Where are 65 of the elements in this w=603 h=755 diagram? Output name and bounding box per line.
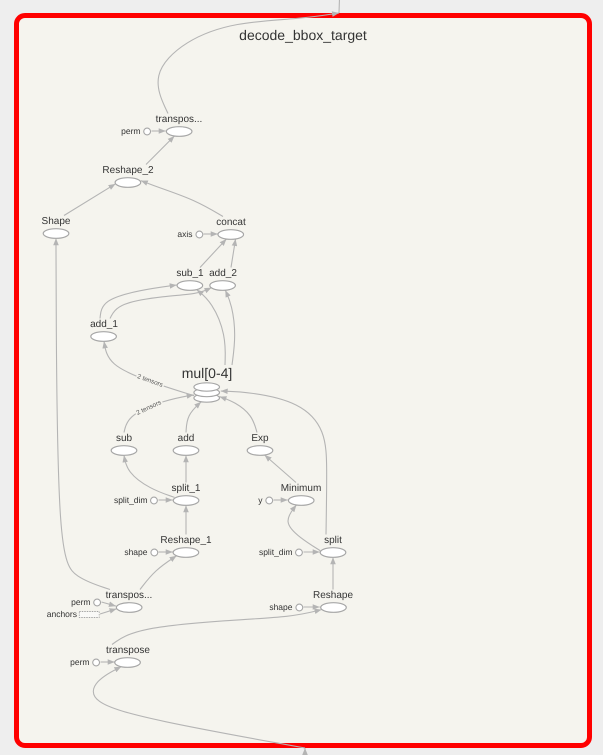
arrow [140, 180, 224, 217]
arrow [99, 283, 177, 319]
arrow [158, 497, 173, 503]
arrow [200, 238, 227, 268]
arrow [152, 128, 166, 134]
node-label: transpos... [156, 114, 202, 126]
node-label: split_1 [172, 482, 200, 494]
arrow [230, 238, 238, 268]
arrow [204, 231, 218, 237]
arrow [140, 555, 177, 590]
arrow [158, 11, 340, 114]
arrow [112, 608, 322, 645]
node-label: Reshape_1 [160, 534, 212, 546]
node-label: shape [124, 547, 148, 557]
node-label: split [324, 534, 342, 546]
node-label: perm [70, 657, 90, 667]
arrow [304, 549, 320, 555]
group-panel [14, 13, 592, 748]
node-label: perm [121, 126, 140, 136]
node-label: add_1 [90, 318, 118, 330]
node-label: add [178, 432, 194, 444]
arrow [330, 557, 336, 590]
node-label: Minimum [280, 482, 322, 494]
arrow [110, 287, 212, 319]
node-label: split_dim [258, 547, 292, 557]
arrow [219, 396, 258, 433]
arrow [264, 454, 296, 483]
arrow [146, 136, 175, 165]
arrow [183, 505, 189, 534]
arrow [304, 604, 320, 610]
arrow [185, 401, 202, 433]
arrow [100, 608, 117, 615]
arrow [158, 549, 173, 555]
node-label: shape [269, 602, 292, 612]
node-label: transpos... [106, 590, 152, 602]
connector-line [338, 0, 340, 14]
arrow [101, 601, 116, 607]
arrow [122, 455, 175, 498]
arrow [196, 289, 226, 366]
arrow [183, 455, 189, 482]
arrow [100, 659, 115, 665]
arrow [64, 183, 116, 216]
node-label: mul[0-4] [182, 365, 232, 381]
arrow [220, 388, 328, 534]
arrow [224, 290, 236, 366]
node-label: sub [116, 432, 132, 444]
node-label: axis [177, 229, 192, 239]
arrow [274, 497, 288, 503]
node-label: Shape [42, 216, 70, 228]
node-label: Reshape [312, 590, 354, 602]
group-title: decode_bbox_target [239, 27, 367, 43]
arrow [288, 504, 320, 552]
node-label: sub_1 [176, 268, 204, 280]
node-label: Reshape_2 [102, 164, 154, 176]
node-label: concat [216, 216, 246, 228]
arrow [53, 238, 110, 590]
node-label: perm [71, 597, 90, 607]
node-label: anchors [46, 609, 77, 619]
node-label: y [258, 495, 262, 505]
node-label: transpose [106, 644, 150, 656]
arrow [92, 666, 306, 749]
arrow [302, 748, 308, 755]
node-label: Exp [251, 432, 269, 444]
node-label: add_2 [209, 268, 237, 280]
node-label: split_dim [114, 495, 148, 505]
